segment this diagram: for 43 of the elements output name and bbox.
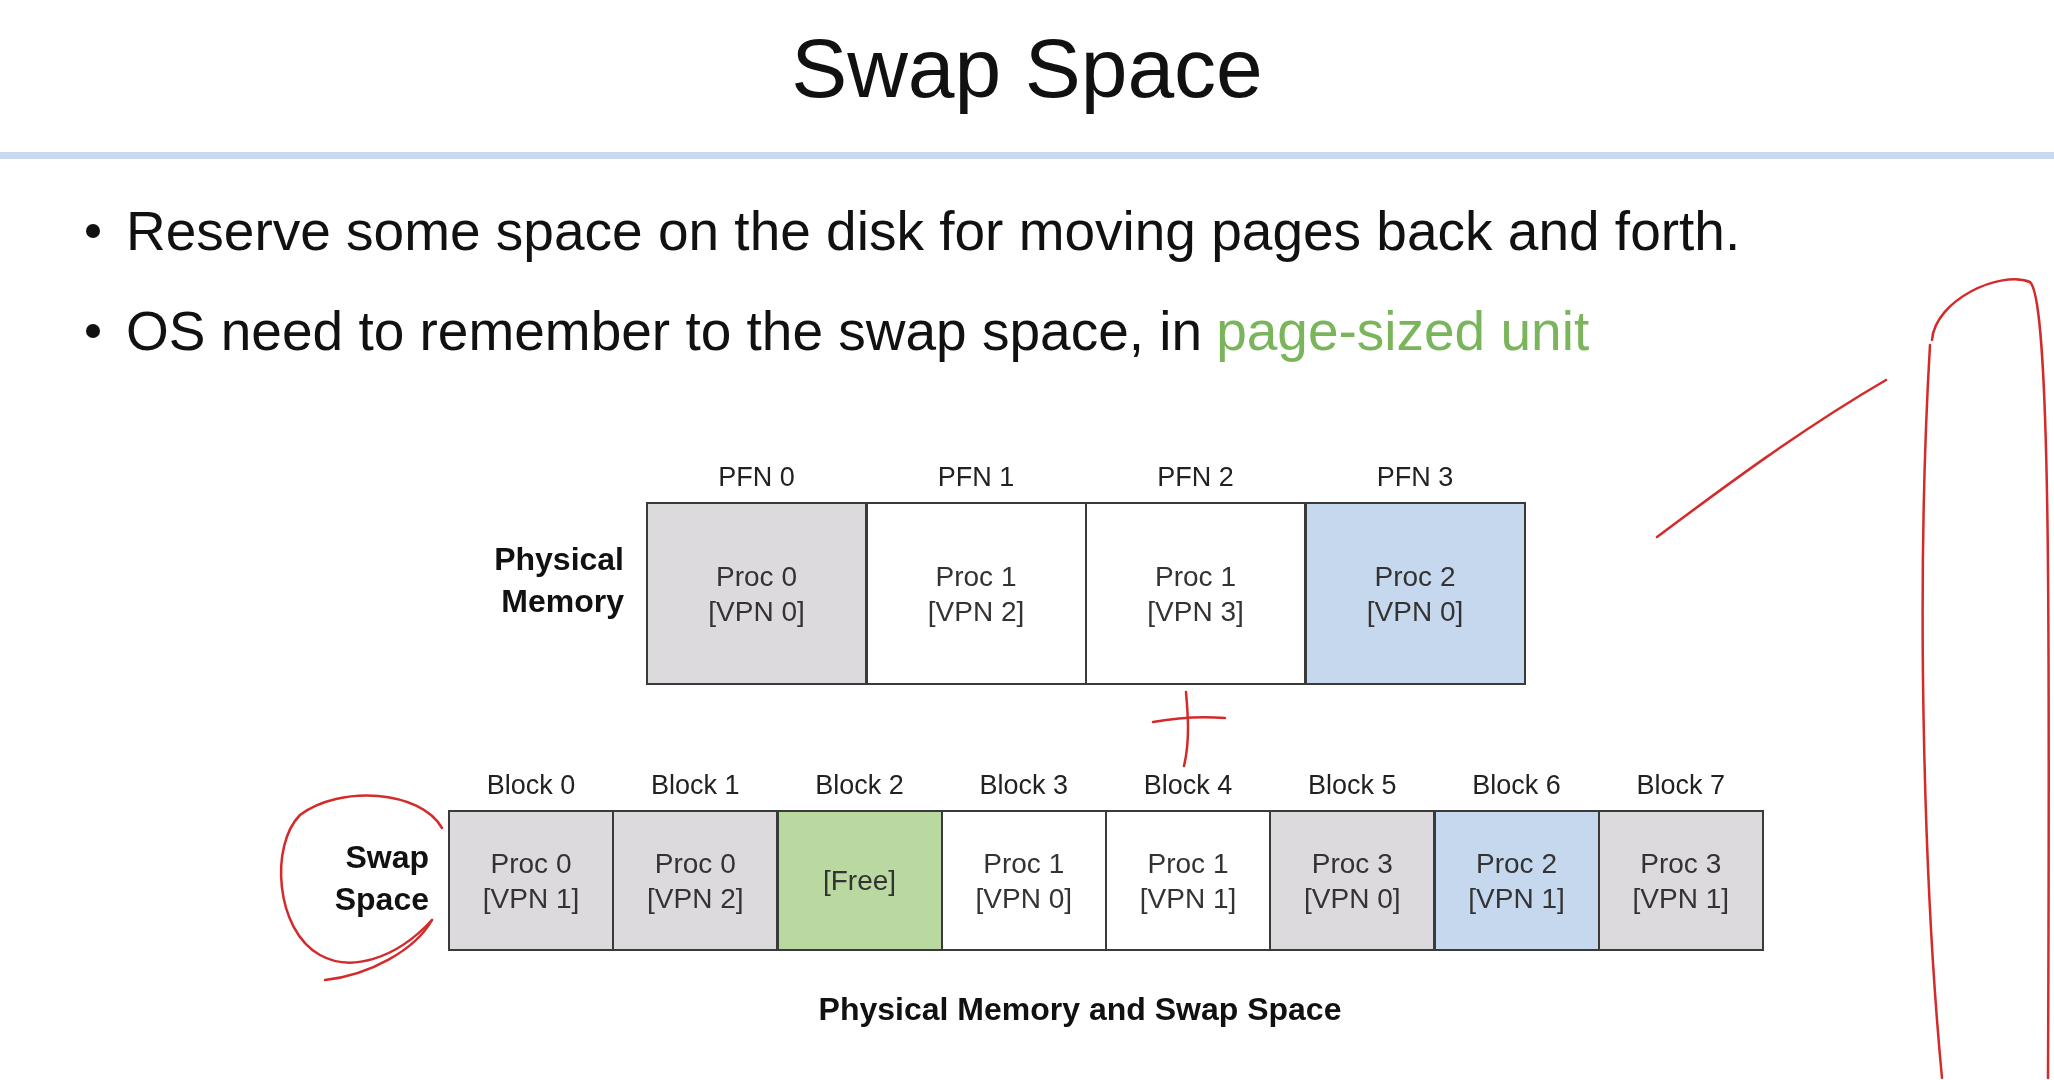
memory-cell — [776, 810, 943, 951]
cell-text: Proc 3 [VPN 1] — [1631, 846, 1730, 916]
cell-index-label: Block 7 — [1635, 769, 1726, 802]
cell-text: [Free] — [821, 864, 898, 898]
cell-index-label: PFN 1 — [936, 461, 1016, 494]
memory-cell — [865, 502, 1087, 685]
cell-index-label: Block 6 — [1471, 769, 1562, 802]
cell-text: Proc 3 [VPN 0] — [1303, 846, 1402, 916]
cell-index-label: Block 4 — [1142, 769, 1234, 802]
cell-index-label: Block 5 — [1306, 769, 1398, 802]
cell-index-label: Block 3 — [978, 769, 1069, 802]
slide-title: Swap Space — [791, 20, 1263, 117]
memory-cell — [1105, 810, 1271, 951]
cell-index-label: PFN 3 — [1375, 461, 1455, 494]
memory-cell — [612, 810, 779, 951]
cell-text: Proc 1 [VPN 3] — [1146, 559, 1245, 629]
memory-cell — [1269, 810, 1436, 951]
cell-text: Proc 0 [VPN 1] — [481, 846, 581, 916]
memory-cell — [646, 502, 867, 685]
bullet-text: Reserve some space on the disk for moving pages back and forth. — [126, 199, 1741, 264]
memory-cell — [940, 810, 1107, 951]
bullet-text: OS need to remember to the swap space, in — [126, 299, 1203, 364]
cell-index-label: PFN 2 — [1156, 461, 1235, 494]
memory-cell — [1085, 502, 1306, 685]
cell-text: Proc 0 [VPN 0] — [707, 559, 806, 629]
memory-cell — [1597, 810, 1764, 951]
cell-index-label: Block 1 — [649, 769, 741, 802]
cell-text: Proc 1 [VPN 2] — [926, 559, 1026, 629]
cell-index-label: Block 2 — [814, 769, 905, 802]
highlighted-text: page-sized unit — [1216, 299, 1590, 364]
cell-text: Proc 2 [VPN 1] — [1467, 846, 1566, 916]
figure-caption: Physical Memory and Swap Space — [817, 990, 1343, 1029]
cell-text: Proc 1 [VPN 1] — [1138, 846, 1238, 916]
cell-text: Proc 2 [VPN 0] — [1365, 559, 1465, 629]
memory-cell — [1433, 810, 1600, 951]
cell-text: Proc 1 [VPN 0] — [974, 846, 1073, 916]
memory-cell — [448, 810, 614, 951]
row-label: Swap Space — [333, 838, 429, 919]
cell-index-label: Block 0 — [485, 769, 577, 802]
cell-text: Proc 0 [VPN 2] — [646, 846, 745, 916]
row-label: Physical Memory — [493, 540, 624, 621]
cell-index-label: PFN 0 — [717, 461, 796, 494]
memory-cell — [1304, 502, 1526, 685]
